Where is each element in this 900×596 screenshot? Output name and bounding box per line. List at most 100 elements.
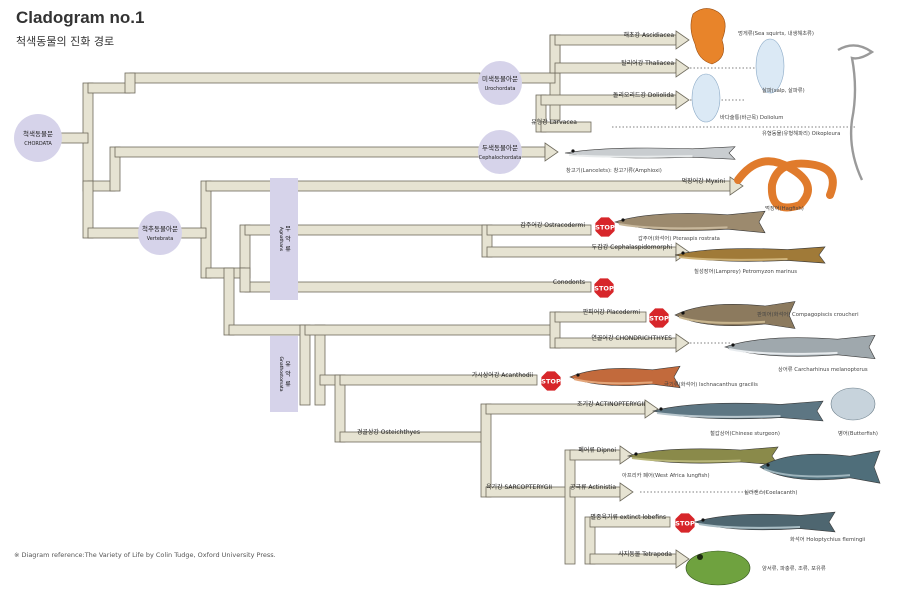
- lancelet-illustration: [564, 146, 736, 160]
- tetrapoda-arrowhead: [675, 549, 690, 569]
- osteichthyes-clade-label: 경골상강 Osteichthyes: [357, 428, 420, 436]
- salp-caption: 살파(salp, 살파류): [762, 86, 805, 94]
- coelacanth-caption: 실러캔스(Coelacanth): [744, 488, 798, 496]
- cephalochordata-node-circle: [478, 130, 522, 174]
- cono-link: [239, 267, 251, 293]
- thaliacea-arrowhead: [675, 58, 690, 78]
- ascidiacea-arrowhead: [675, 30, 690, 50]
- extinct-lobefins-stop-label: STOP: [675, 520, 695, 528]
- thaliacea-clade-label: 탈리어강 Thaliacea: [621, 59, 674, 67]
- chordata-node-label-en: CHORDATA: [24, 141, 52, 147]
- butterfish-illustration: [830, 387, 876, 421]
- pteraspis-illustration: [614, 210, 766, 234]
- gnathostomata-bar-ko-char: 류: [285, 381, 291, 388]
- urochordata-node-label-ko: 미색동물아문: [482, 74, 518, 83]
- urochordata-branch: [129, 72, 481, 84]
- cephalaspidomorphi-clade-label: 두갑강 Cephalaspidomorphi: [592, 243, 673, 251]
- placo-stem: [304, 324, 556, 336]
- extinct-lobefins-branch: [589, 516, 671, 528]
- coelacanth-illustration: [759, 450, 881, 484]
- doliolida-clade-label: 돌리오리드강 Doliolida: [613, 91, 674, 99]
- label-layer: 척색동물문CHORDATA미색동물아문Urochordata두색동물아문Ceph…: [23, 29, 878, 572]
- acanthodii-branch: [339, 374, 538, 386]
- lamprey-caption: 칠성장어(Lamprey) Petromyzon marinus: [694, 267, 797, 275]
- branch-layer: [14, 30, 744, 569]
- ostracodermi-branch: [486, 224, 592, 236]
- ostracodermi-stop-sign-icon: [594, 216, 616, 238]
- lungfish-illustration: [626, 446, 779, 466]
- tetrapoda-clade-label: 사지동물 Tetrapoda: [618, 550, 672, 558]
- actinopterygii-clade-label: 조기강 ACTINOPTERYGII: [577, 400, 645, 408]
- agnathans-bar-ko-char: 무: [285, 226, 291, 233]
- sea-squirts-caption: 멍게류(Sea squirts, 내생해초류): [738, 29, 814, 37]
- myxini-clade-label: 먹장어강 Myxini: [682, 177, 726, 185]
- sturgeon-caption: 철갑상어(Chinese sturgeon): [710, 429, 780, 437]
- acanthodii-clade-label: 가시상어강 Acanthodii: [472, 371, 534, 379]
- agnathans-bar-label-en: Agnathans: [278, 227, 284, 252]
- agnathans-bar-ko-char: 악: [285, 235, 291, 243]
- gnathostomata-bar-ko-char: 악: [285, 370, 291, 378]
- pteraspis-caption: 갑주어(화석어) Pteraspis rostrata: [638, 234, 720, 242]
- dipnoi-clade-label: 폐어류 Dipnoi: [578, 446, 616, 454]
- dotted-leader-layer: [612, 67, 855, 493]
- conodonts-stop-label: STOP: [594, 285, 614, 293]
- vertebrata-node-label-ko: 척추동물아문: [142, 224, 178, 233]
- carcharhinus-caption: 상어류 Carcharhinus melanopterus: [778, 365, 868, 373]
- diagram-reference-note: ※ Diagram reference:The Variety of Life …: [14, 551, 276, 559]
- gnathostomata-bar-ko-char: 유: [285, 361, 291, 368]
- placodermi-clade-label: 판피어강 Placodermi: [583, 308, 641, 316]
- hagfish-caption: 먹장어(Hagfish): [765, 204, 804, 212]
- dipnoi-arrowhead: [619, 445, 634, 465]
- holoptychius-illustration: [693, 511, 836, 533]
- larvacea-branch: [540, 121, 592, 133]
- acanthodii-stop-sign-icon: [540, 370, 562, 392]
- actinistia-arrowhead: [619, 482, 634, 502]
- urochordata-node-circle: [478, 61, 522, 105]
- gnatho-trunk: [299, 324, 311, 406]
- agnathans-bar: [270, 178, 298, 300]
- uro-connector: [87, 82, 131, 94]
- shark-illustration: [724, 334, 876, 360]
- placodermi-stop-label: STOP: [649, 315, 669, 323]
- salp-illustration: [755, 38, 785, 94]
- tetrapods-caption: 양서류, 파충류, 조류, 포유류: [762, 564, 826, 572]
- chondrichthyes-clade-label: 연골어강 CHONDRICHTHYES: [591, 334, 672, 342]
- page-subtitle: 척색동물의 진화 경로: [16, 35, 115, 48]
- ascidiacea-clade-label: 해초강 Ascidiacea: [624, 31, 675, 39]
- conodonts-clade-label: Conodonts: [553, 279, 585, 286]
- ischnacanthus-illustration: [569, 365, 681, 389]
- compagopiscis-caption: 판피어(화석어) Compagopiscis croucheri: [757, 310, 859, 318]
- actinopterygii-arrowhead: [644, 399, 659, 419]
- gnathostomata-bar-label-en: Gnathostomata: [278, 357, 284, 392]
- ostracodermi-stop-label: STOP: [595, 224, 615, 232]
- gnathostomata-bar: [270, 336, 298, 412]
- conodonts-stop-sign-icon: [593, 277, 615, 299]
- ostracodermi-clade-label: 갑주어강 Ostracodermi: [520, 221, 585, 229]
- oikopleura-caption: 유형동물(유형해파리) Oikopleura: [762, 129, 840, 137]
- chordata-node-label-ko: 척색동물문: [23, 129, 53, 138]
- uro-link: [124, 72, 136, 94]
- butterfish-caption: 병어(Butterfish): [838, 429, 878, 437]
- frog-eye-illustration: [697, 554, 703, 560]
- extinct-lobefins-stop-sign-icon: [674, 512, 696, 534]
- ischnacanthus-caption: 극기류(화석어) Ischnacanthus gracilis: [664, 380, 758, 388]
- sea-squirt-illustration: [690, 8, 726, 65]
- sturgeon-illustration: [651, 400, 824, 422]
- chordata-node-circle: [14, 114, 62, 162]
- oikopleura-illustration: [837, 44, 875, 181]
- agnathans-bar-ko-char: 류: [285, 246, 291, 253]
- hagfish-illustration: [734, 157, 837, 212]
- lancelets-caption: 창고기(Lancelets): 창고기류(Amphioxi): [566, 166, 662, 174]
- lamprey-illustration: [674, 246, 826, 264]
- urochordata-node-label-en: Urochordata: [485, 86, 516, 92]
- cephalochordata-node-label-en: Cephalochordata: [479, 155, 522, 161]
- larvacea-clade-label: 유형강 Larvacea: [531, 118, 577, 126]
- extinct-lobefins-clade-label: 멸종육기류 extinct lobefins: [590, 513, 666, 521]
- doliolida-arrowhead: [675, 90, 690, 110]
- placodermi-branch: [554, 311, 647, 323]
- lungfish-caption: 아프리카 폐어(West Africa lungfish): [622, 471, 710, 479]
- organism-illustration-layer: [564, 8, 881, 586]
- gnatho-connector: [228, 324, 306, 336]
